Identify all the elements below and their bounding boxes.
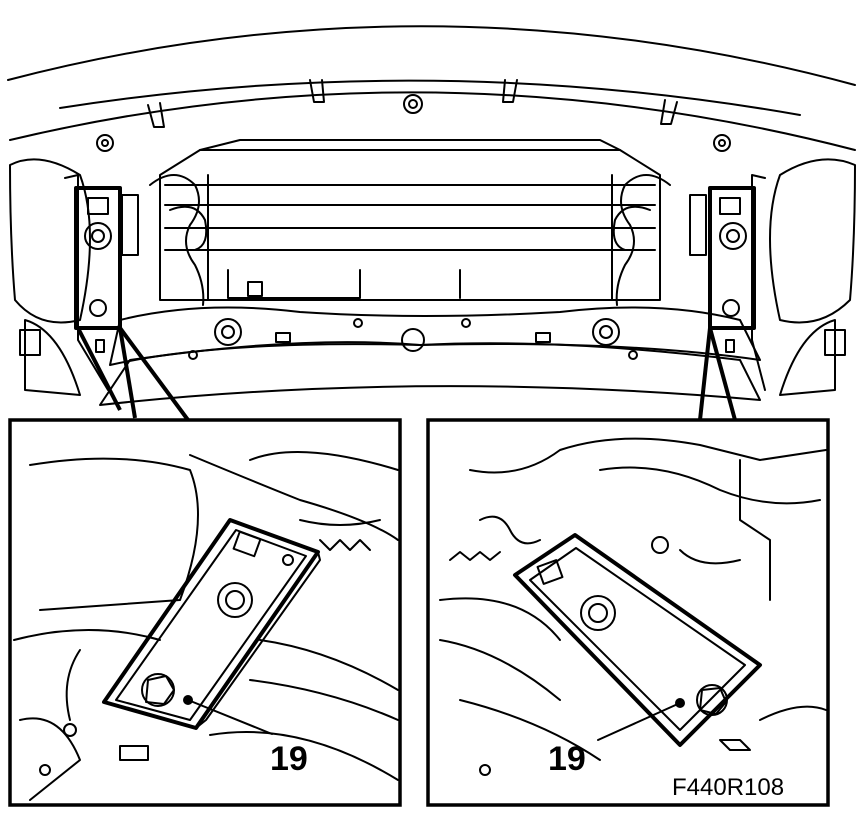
right-detail-view: 19 F440R108 [426,418,830,807]
callout-19-right: 19 [548,740,586,778]
left-detail-view: 19 [8,418,402,807]
figure-code: F440R108 [672,774,784,801]
overview-drawing [7,25,856,422]
callout-19-left: 19 [270,740,308,778]
